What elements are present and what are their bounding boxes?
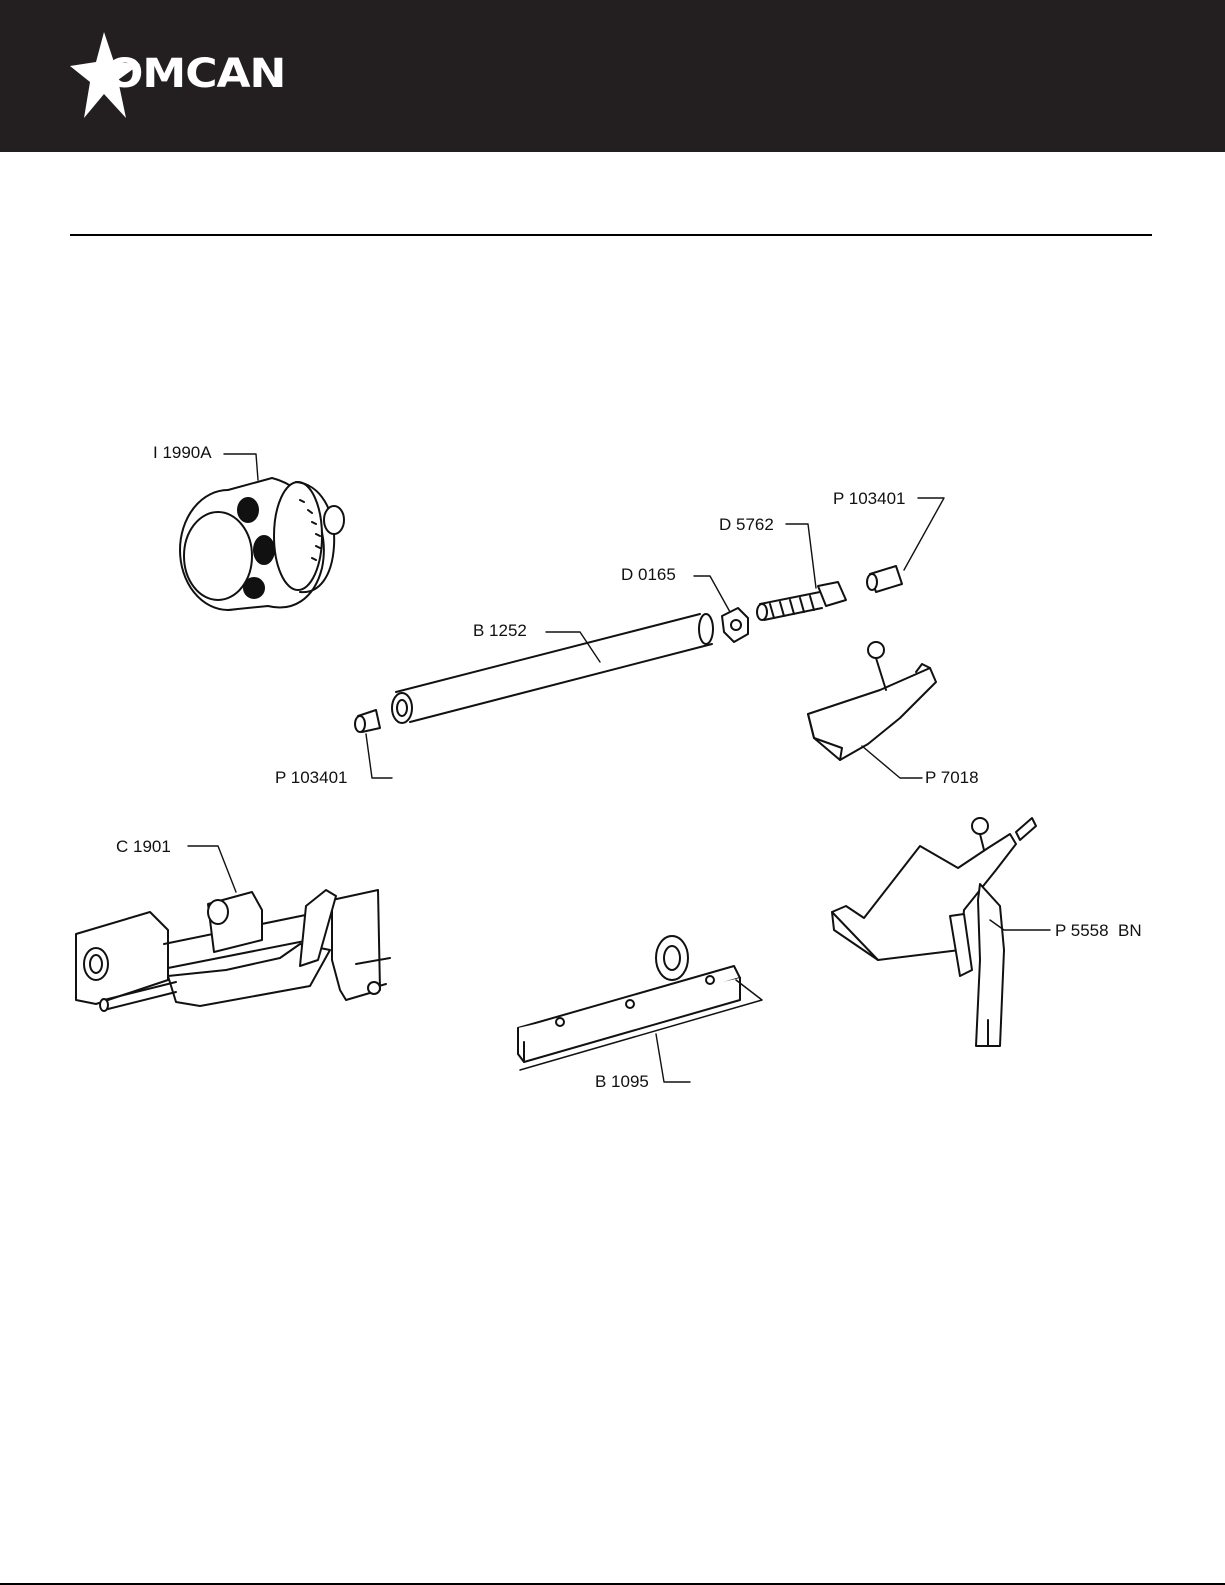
part-label-p5558bn: P 5558 BN <box>1055 921 1142 941</box>
bar-part-drawing <box>518 936 762 1070</box>
nut-part-drawing <box>722 608 748 642</box>
frame-part-drawing <box>76 890 390 1011</box>
part-label-d5762: D 5762 <box>719 515 774 535</box>
part-label-b1252: B 1252 <box>473 621 527 641</box>
part-label-c1901: C 1901 <box>116 837 171 857</box>
part-label-p7018: P 7018 <box>925 768 979 788</box>
screw-part-drawing <box>757 582 846 620</box>
part-label-b1095: B 1095 <box>595 1072 649 1092</box>
part-label-p103401-bottom: P 103401 <box>275 768 347 788</box>
lever-part-drawing <box>832 818 1036 1046</box>
blade-part-drawing <box>808 642 936 760</box>
knob-part-drawing <box>180 478 344 610</box>
part-label-i1990a: I 1990A <box>153 443 212 463</box>
part-label-p103401-top: P 103401 <box>833 489 905 509</box>
rod-part-drawing <box>392 614 713 723</box>
part-label-d0165: D 0165 <box>621 565 676 585</box>
